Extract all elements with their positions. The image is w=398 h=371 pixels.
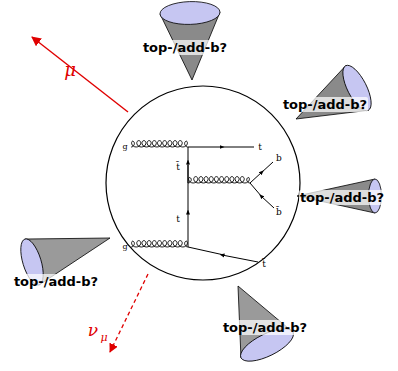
fermion-line [188,147,189,164]
feynman-label: g [122,143,127,151]
cone-opening [160,1,221,26]
feynman-label: b [276,154,282,163]
cone-label: top-/add-b? [13,274,99,289]
feynman-label: t [176,215,180,224]
fermion-line [188,247,224,255]
feynman-label: t̄ [262,260,266,269]
fermion-line [188,212,189,247]
fermion-line [261,162,273,173]
event-circle [106,86,300,280]
muon-line [32,37,128,112]
feynman-label: g [122,243,127,251]
jet-cone: top-/add-b? [6,236,112,291]
fermion-line [250,172,262,183]
cone-label: top-/add-b? [142,40,228,55]
cone-shape [279,61,384,121]
feynman-diagram [131,141,274,262]
feynman-label: t [258,143,262,152]
cone-label: top-/add-b? [222,320,308,335]
jet-cone: top-/add-b? [279,61,384,121]
fermion-line [188,147,222,148]
jet-cone: top-/add-b? [219,284,311,371]
fermion-line [250,183,262,197]
particle-label: μ [100,332,107,343]
jet-cone: top-/add-b? [139,0,231,82]
neutrino-line [110,274,148,352]
fermion-line [220,147,254,148]
fermion-line [261,196,274,208]
gluon-line [131,241,188,247]
feynman-label: b̄ [276,208,282,217]
fermion-line [222,255,258,262]
particle-label: μ [64,61,76,79]
feynman-label: t̄ [176,163,180,172]
jet-cone: top-/add-b? [295,177,394,215]
cone-label: top-/add-b? [282,97,368,112]
gluon-line [188,177,250,183]
particle-label: ν [88,322,98,339]
gluon-line [131,141,188,147]
cone-label: top-/add-b? [299,190,385,205]
